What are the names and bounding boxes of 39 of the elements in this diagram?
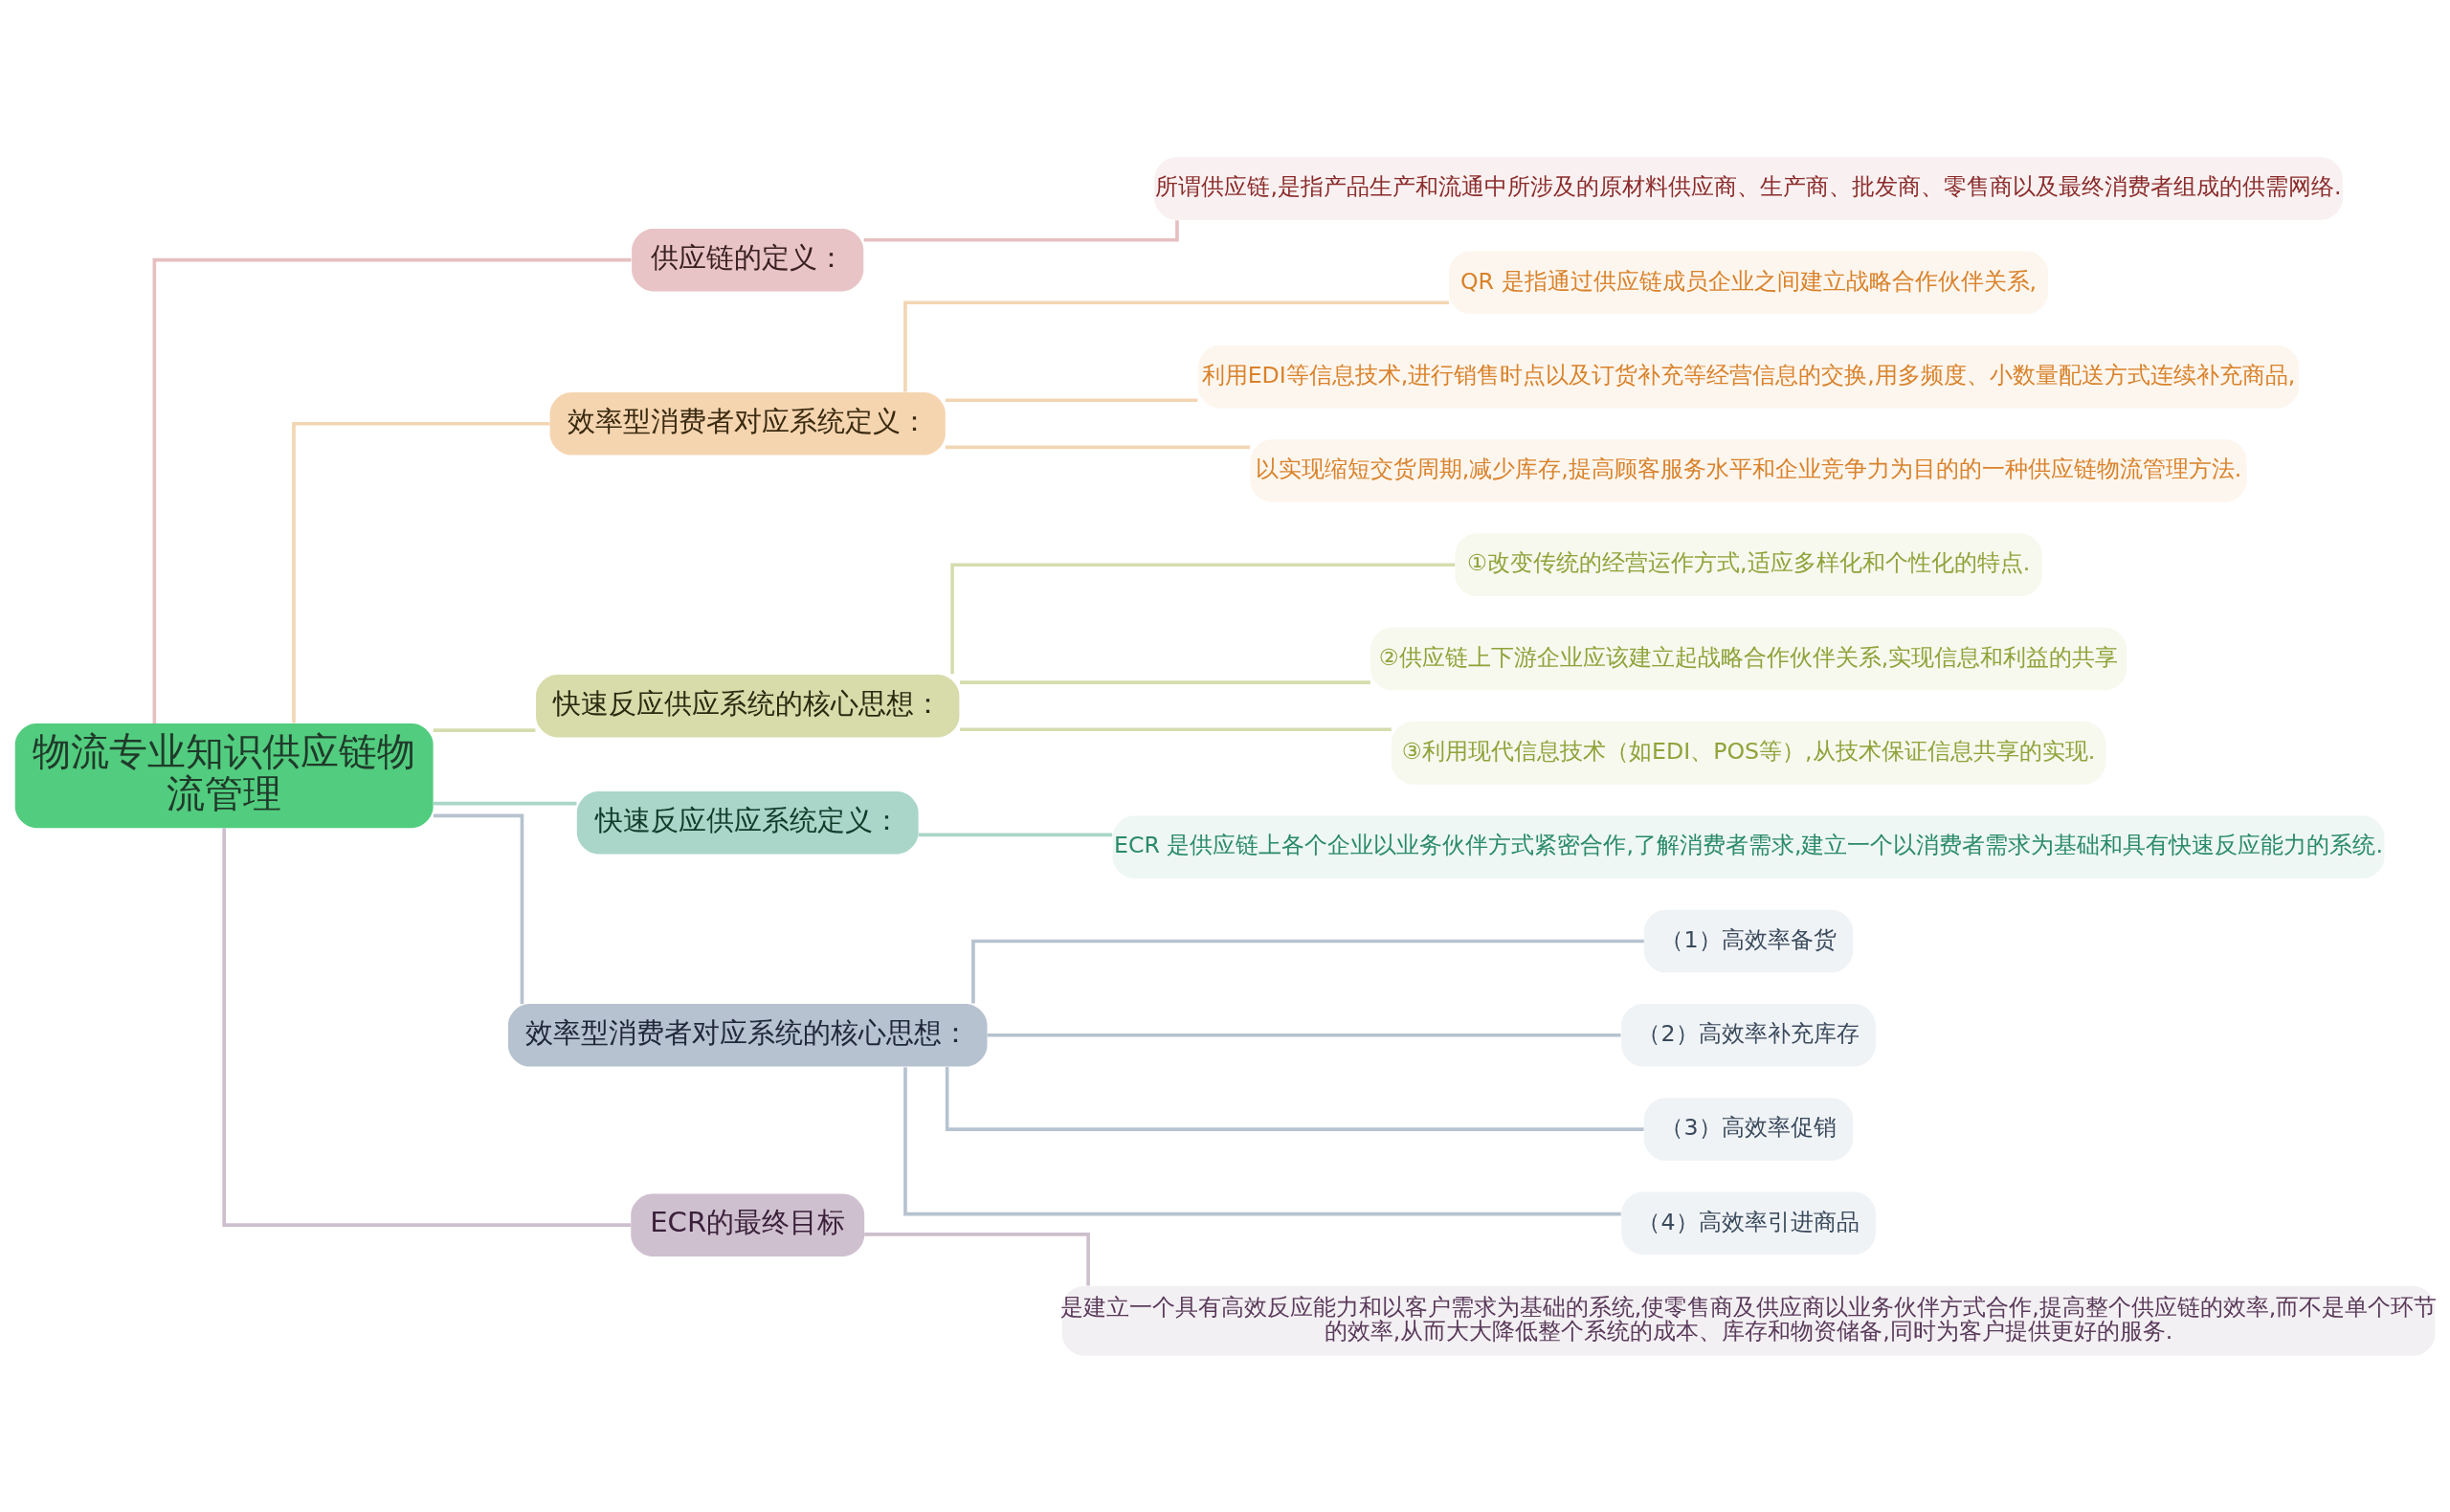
- connector: [433, 801, 577, 805]
- node-box: 快速反应供应系统的核心思想：: [536, 674, 960, 737]
- node-box: 是建立一个具有高效反应能力和以客户需求为基础的系统,使零售商及供应商以业务伙伴方式合作,提高整个供应链的效率,而不是单个环节的效率,从而大大降低整个系统的成本、库存和物资储备,同时为客户提供更好的服务.: [1061, 1285, 2436, 1356]
- node-box: （3）高效率促销: [1643, 1097, 1854, 1161]
- connector: [945, 397, 1198, 402]
- connector: [950, 562, 1456, 674]
- node-box: 利用EDI等信息技术,进行销售时点以及订货补充等经营信息的交换,用多频度、小数量配送方式连续补充商品,: [1197, 345, 2300, 408]
- node-box: （4）高效率引进商品: [1621, 1191, 1876, 1255]
- node-box: （2）高效率补充库存: [1621, 1003, 1876, 1067]
- node-box: 以实现缩短交货周期,减少库存,提高顾客服务水平和企业竞争力为目的的一种供应链物流管理方法.: [1250, 438, 2247, 502]
- connector: [222, 827, 632, 1227]
- connector: [960, 726, 1392, 731]
- connector: [433, 813, 524, 1004]
- connector: [292, 421, 550, 723]
- node-box: 物流专业知识供应链物流管理: [14, 723, 434, 828]
- connector: [971, 939, 1644, 1003]
- connector: [863, 219, 1179, 242]
- connector: [903, 1066, 1621, 1215]
- connector: [903, 300, 1449, 392]
- node-box: QR 是指通过供应链成员企业之间建立战略合作伙伴关系,: [1448, 251, 2049, 314]
- connector: [945, 445, 1251, 449]
- node-box: 快速反应供应系统定义：: [576, 790, 919, 854]
- node-box: ECR的最终目标: [631, 1192, 865, 1256]
- node-box: 效率型消费者对应系统的核心思想：: [507, 1003, 988, 1067]
- connector: [918, 833, 1113, 836]
- node-box: ③利用现代信息技术（如EDI、POS等）,从技术保证信息共享的实现.: [1391, 721, 2106, 785]
- node-box: （1）高效率备货: [1643, 909, 1854, 972]
- node-box: ②供应链上下游企业应该建立起战略合作伙伴关系,实现信息和利益的共享: [1370, 627, 2127, 690]
- connector: [864, 1232, 1090, 1286]
- connector: [960, 679, 1370, 684]
- node-box: ①改变传统的经营运作方式,适应多样化和个性化的特点.: [1455, 533, 2042, 596]
- node-box: 所谓供应链,是指产品生产和流通中所涉及的原材料供应商、生产商、批发商、零售商以及最终消费者组成的供需网络.: [1154, 156, 2343, 220]
- node-box: 供应链的定义：: [632, 228, 864, 291]
- node-box: ECR 是供应链上各个企业以业务伙伴方式紧密合作,了解消费者需求,建立一个以消费者需求为基础和具有快速反应能力的系统.: [1112, 814, 2385, 878]
- connector: [945, 1066, 1644, 1131]
- node-box: 效率型消费者对应系统定义：: [549, 391, 946, 456]
- connector: [433, 727, 536, 732]
- connector: [987, 1033, 1621, 1037]
- connector: [152, 257, 632, 723]
